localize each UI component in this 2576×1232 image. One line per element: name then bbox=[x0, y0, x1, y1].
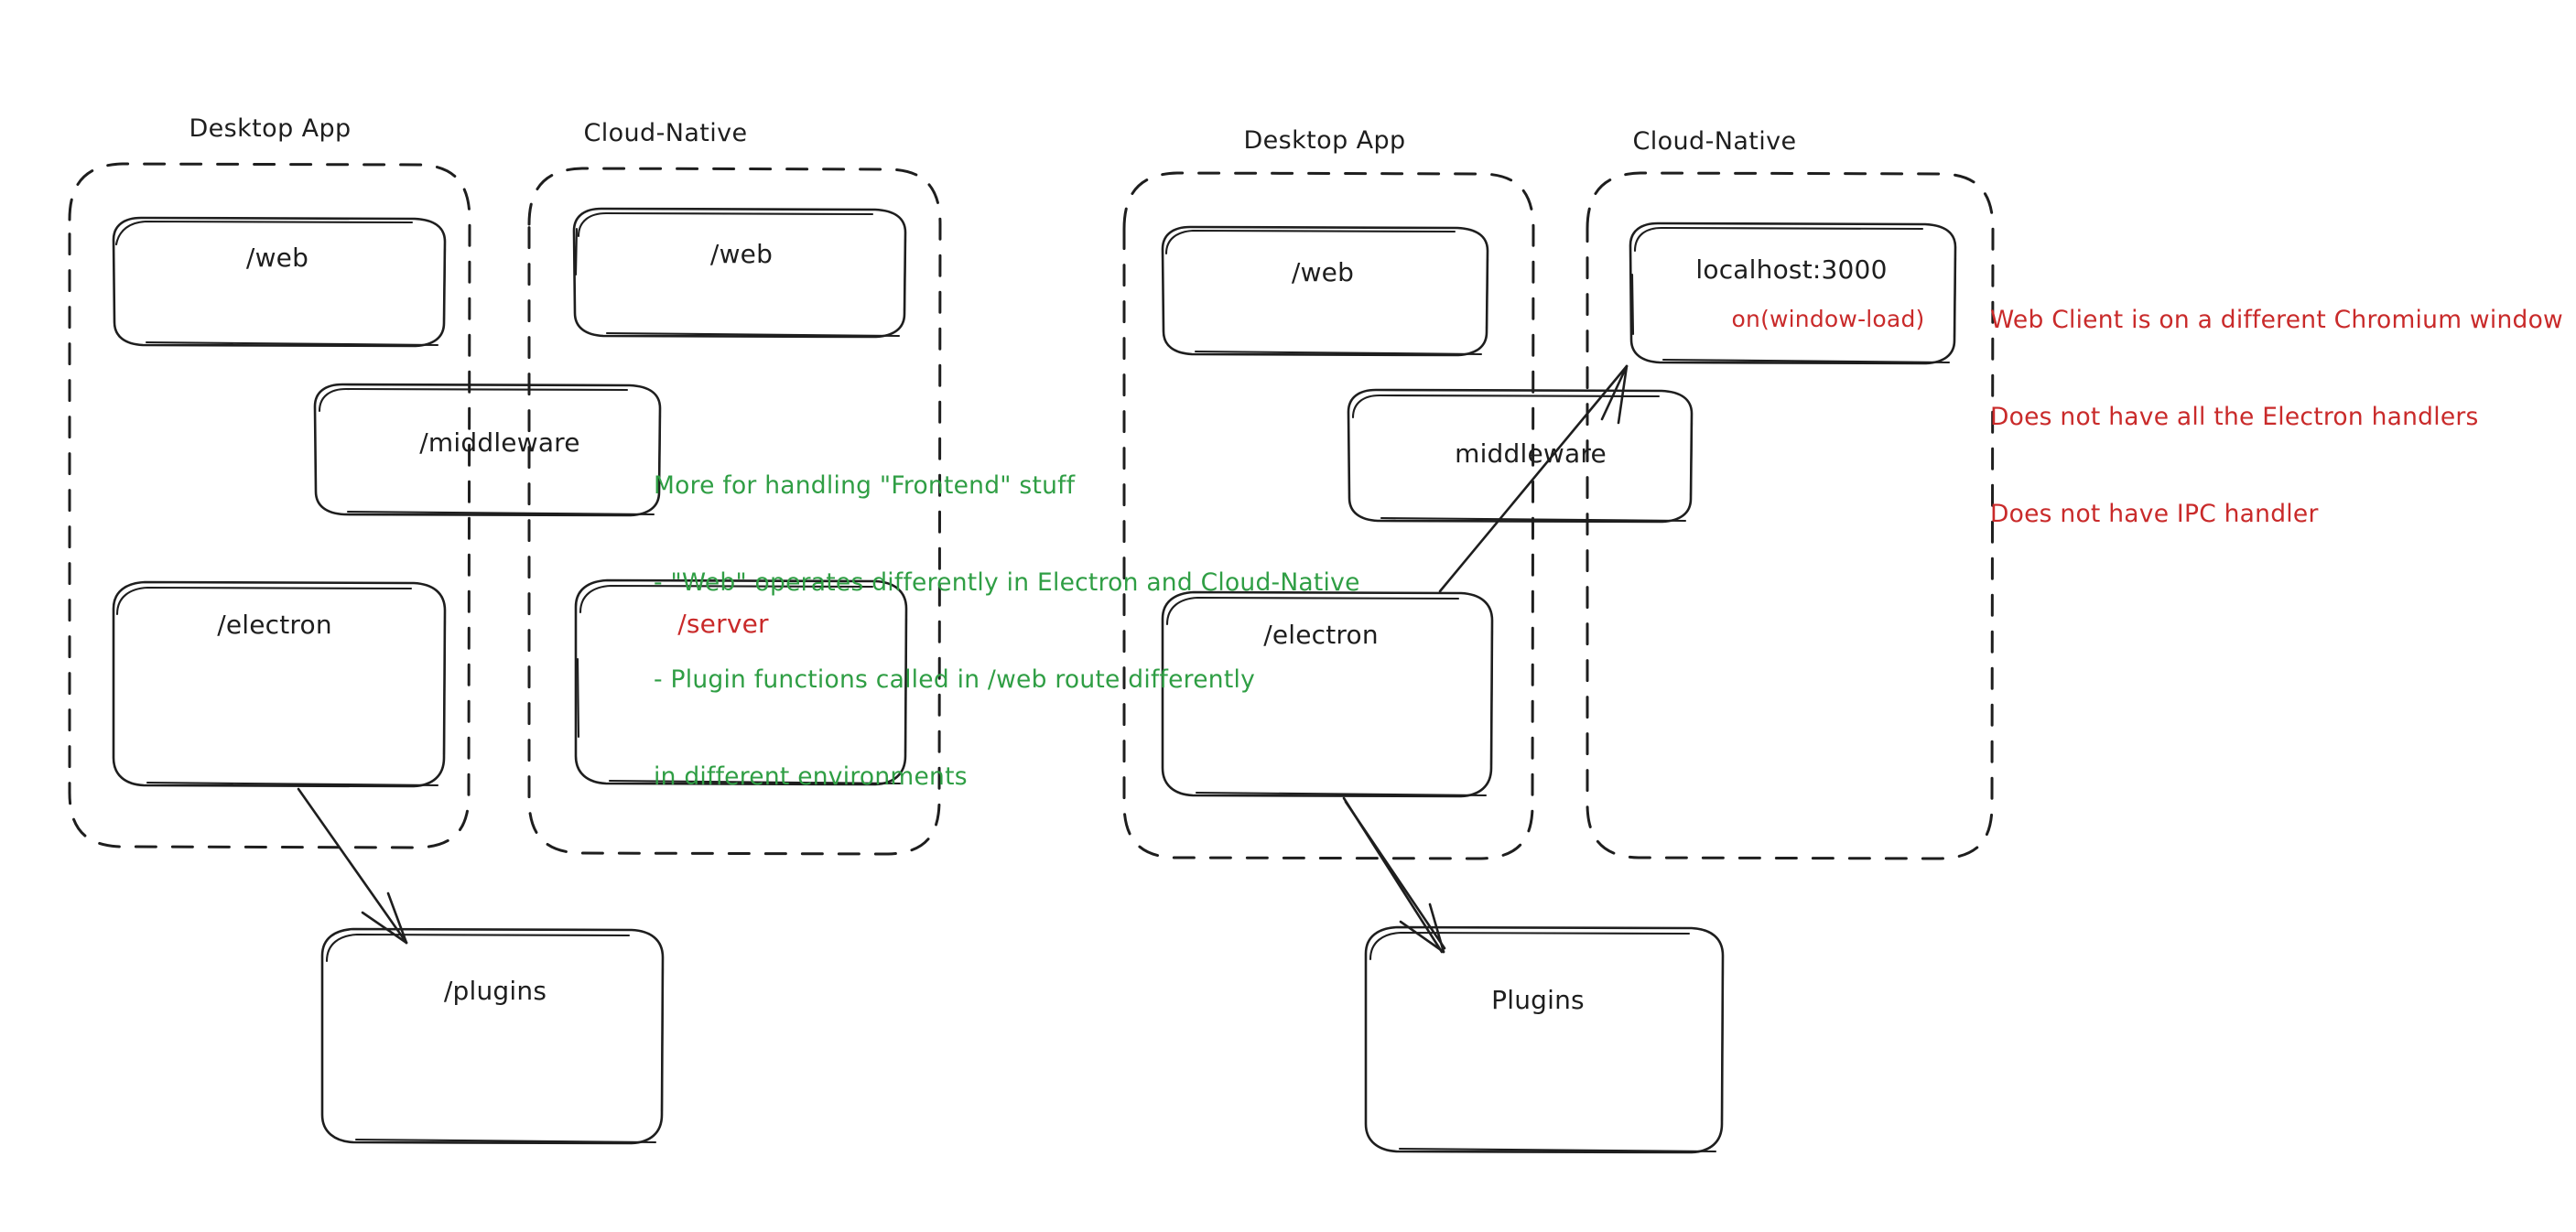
box-right-localhost bbox=[1629, 222, 1957, 365]
group-container-left-cloud-native bbox=[527, 167, 942, 856]
box-right-web bbox=[1161, 225, 1489, 357]
annotation-red-line-2: Does not have all the Electron handlers bbox=[1990, 403, 2479, 432]
box-left-cn-web bbox=[572, 207, 907, 339]
group-container-right-cloud-native bbox=[1586, 171, 1995, 860]
group-container-right-desktop-app bbox=[1122, 171, 1535, 860]
annotation-red-line-1: Web Client is on a different Chromium wi… bbox=[1990, 306, 2563, 335]
box-right-electron bbox=[1161, 590, 1494, 798]
group-title-right-cloud-native: Cloud-Native bbox=[1632, 127, 1797, 156]
box-label-right-plugins: Plugins bbox=[1491, 985, 1585, 1015]
annotation-red-line-3: Does not have IPC handler bbox=[1990, 499, 2319, 528]
box-right-plugins bbox=[1364, 925, 1725, 1154]
annotation-red-note: Web Client is on a different Chromium wi… bbox=[1990, 240, 2563, 595]
box-label-right-localhost: localhost:3000 bbox=[1695, 254, 1888, 285]
box-left-server bbox=[574, 578, 908, 786]
group-title-right-desktop-app: Desktop App bbox=[1243, 126, 1406, 155]
annotation-green-line-3: - Plugin functions called in /web route … bbox=[654, 665, 1256, 694]
box-label-left-cn-web: /web bbox=[709, 239, 774, 269]
arrow-right-electron-to-plugins bbox=[1342, 796, 1446, 954]
box-label-left-web: /web bbox=[245, 243, 309, 273]
box-right-middleware bbox=[1347, 388, 1694, 524]
box-left-plugins bbox=[320, 927, 665, 1145]
arrow-left-electron-to-plugins bbox=[297, 787, 408, 945]
group-title-left-desktop-app: Desktop App bbox=[189, 114, 352, 143]
annotation-green-line-2: - "Web" operates differently in Electron… bbox=[654, 568, 1360, 598]
group-title-left-cloud-native: Cloud-Native bbox=[583, 119, 748, 147]
box-left-electron bbox=[112, 580, 447, 788]
annotation-green-note: More for handling "Frontend" stuff - "We… bbox=[654, 405, 1360, 857]
box-label-right-electron: /electron bbox=[1263, 620, 1379, 650]
box-label-left-electron: /electron bbox=[217, 610, 332, 640]
arrow-right-electron-to-localhost bbox=[1438, 364, 1629, 593]
box-label-left-server: /server bbox=[677, 609, 769, 639]
box-sublabel-right-localhost-on-window-load: on(window-load) bbox=[1731, 306, 1925, 332]
box-left-middleware bbox=[313, 383, 662, 517]
box-label-right-web: /web bbox=[1291, 257, 1355, 287]
box-label-right-middleware: middleware bbox=[1455, 438, 1607, 469]
group-container-left-desktop-app bbox=[68, 162, 471, 849]
annotation-green-line-1: More for handling "Frontend" stuff bbox=[654, 471, 1076, 501]
box-left-web bbox=[112, 216, 447, 348]
box-label-left-middleware: /middleware bbox=[419, 427, 580, 458]
box-label-left-plugins: /plugins bbox=[443, 976, 547, 1006]
annotation-green-line-4: in different environments bbox=[654, 762, 968, 791]
